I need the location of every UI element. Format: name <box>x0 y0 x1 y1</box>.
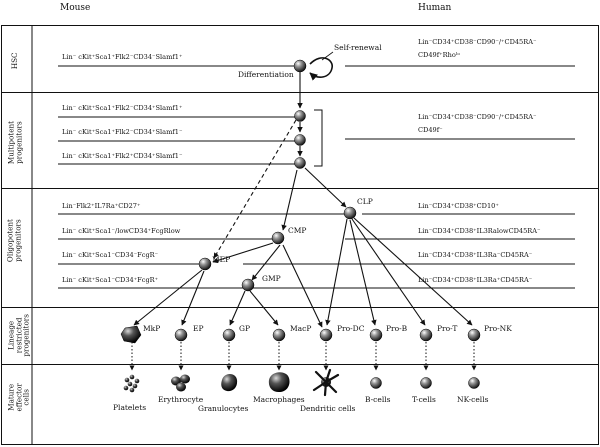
human-marker-gmp: Lin⁻CD34⁺CD38⁺IL3Ra⁺CD45RA⁻ <box>418 276 533 284</box>
node-label-gmp: GMP <box>262 274 281 283</box>
hsc-cell <box>293 59 307 73</box>
cell-label-tcells: T-cells <box>412 395 436 404</box>
human-marker-mpp-1: Lin⁻CD34⁺CD38⁻CD90⁻/⁺CD45RA⁻ <box>418 113 537 121</box>
cell-label-dendritic: Dendritic cells <box>300 404 356 413</box>
gmp-cell <box>241 278 255 292</box>
prob-cell <box>369 328 383 342</box>
node-label-pronk: Pro-NK <box>484 324 512 333</box>
human-marker-mep: Lin⁻CD34⁺CD38⁺IL3Ra⁻CD45RA⁻ <box>418 251 533 259</box>
mouse-marker-mpp2: Lin⁻ cKit⁺Sca1⁺Flk2⁻CD34⁺Slamf1⁻ <box>62 128 183 136</box>
node-label-cmp: CMP <box>288 226 307 235</box>
mpp3-cell <box>294 157 306 169</box>
marker-lines <box>58 65 575 289</box>
dendritic-cell-icon <box>312 368 340 397</box>
mouse-marker-mpp3: Lin⁻ cKit⁺Sca1⁺Flk2⁺CD34⁺Slamf1⁻ <box>62 152 183 160</box>
node-label-gp: GP <box>239 324 251 333</box>
human-marker-hsc-2: CD49f⁺Rhoˡᵒ <box>418 51 460 59</box>
node-label-prot: Pro-T <box>437 324 458 333</box>
mouse-marker-mep: Lin⁻ cKit⁺Sca1⁻CD34⁻FcgR⁻ <box>62 251 159 259</box>
granulocyte-cell <box>221 374 238 392</box>
cell-label-erythrocyte: Erythrocyte <box>158 395 204 404</box>
pronk-cell <box>467 328 481 342</box>
human-marker-mpp-2: CD49f⁻ <box>418 126 443 134</box>
dotted-arrows <box>129 342 477 371</box>
human-header: Human <box>418 3 452 13</box>
mkp-cell <box>120 325 142 344</box>
cell-label-macrophages: Macrophages <box>253 395 305 404</box>
node-label-mkp: MkP <box>143 324 161 333</box>
node-label-ep: EP <box>193 324 204 333</box>
gp-cell <box>222 328 236 342</box>
ep-cell <box>174 328 188 342</box>
mouse-marker-clp: Lin⁻Flk2⁺IL7Ra⁺CD27⁺ <box>62 202 141 210</box>
main-arrows <box>133 72 473 328</box>
multipotent-bracket <box>314 109 323 167</box>
self-renewal-pointer <box>321 51 334 61</box>
cell-label-platelets: Platelets <box>113 403 147 412</box>
platelets-cell <box>123 374 140 393</box>
macp-cell <box>272 328 286 342</box>
prot-cell <box>419 328 433 342</box>
mpp2-cell <box>294 134 306 146</box>
cell-label-nkcells: NK-cells <box>457 395 489 404</box>
node-label-prob: Pro-B <box>386 324 408 333</box>
human-marker-hsc-1: Lin⁻CD34⁺CD38⁻CD90⁻/⁺CD45RA⁻ <box>418 38 537 46</box>
node-label-macp: MacP <box>290 324 312 333</box>
differentiation-label: Differentiation <box>238 70 294 79</box>
cmp-cell <box>271 231 285 245</box>
mep-cell <box>198 257 212 271</box>
mouse-marker-hsc: Lin⁻ cKit⁺Sca1⁺Flk2⁻CD34⁻Slamf1⁺ <box>62 53 183 61</box>
bcell-cell <box>370 377 382 389</box>
mouse-marker-gmp: Lin⁻ cKit⁺Sca1⁻CD34⁺FcgR⁺ <box>62 276 159 284</box>
clp-cell <box>343 206 357 220</box>
self-renewal-loop <box>309 57 333 81</box>
self-renewal-label: Self-renewal <box>334 43 382 52</box>
mouse-marker-mpp1: Lin⁻ cKit⁺Sca1⁺Flk2⁻CD34⁺Slamf1⁺ <box>62 104 183 112</box>
mouse-marker-cmp: Lin⁻ cKit⁺Sca1⁻/lowCD34⁺FcgRlow <box>62 227 181 235</box>
nkcell-cell <box>468 377 480 389</box>
mouse-header: Mouse <box>60 3 91 13</box>
tcell-cell <box>420 377 432 389</box>
cell-label-bcells: B-cells <box>365 395 391 404</box>
dashed-mpp-mep <box>213 119 297 259</box>
human-marker-cmp: Lin⁻CD34⁺CD38⁺IL3RalowCD45RA⁻ <box>418 227 541 235</box>
mpp1-cell <box>294 110 306 122</box>
erythrocyte-cell <box>171 374 190 392</box>
node-label-prodc: Pro-DC <box>337 324 365 333</box>
cell-label-granulocytes: Granulocytes <box>198 404 249 413</box>
macrophage-cell <box>268 372 290 392</box>
human-marker-clp: Lin⁻CD34⁺CD38⁺CD10⁺ <box>418 202 499 210</box>
prodc-cell <box>319 328 333 342</box>
node-label-clp: CLP <box>357 197 373 206</box>
